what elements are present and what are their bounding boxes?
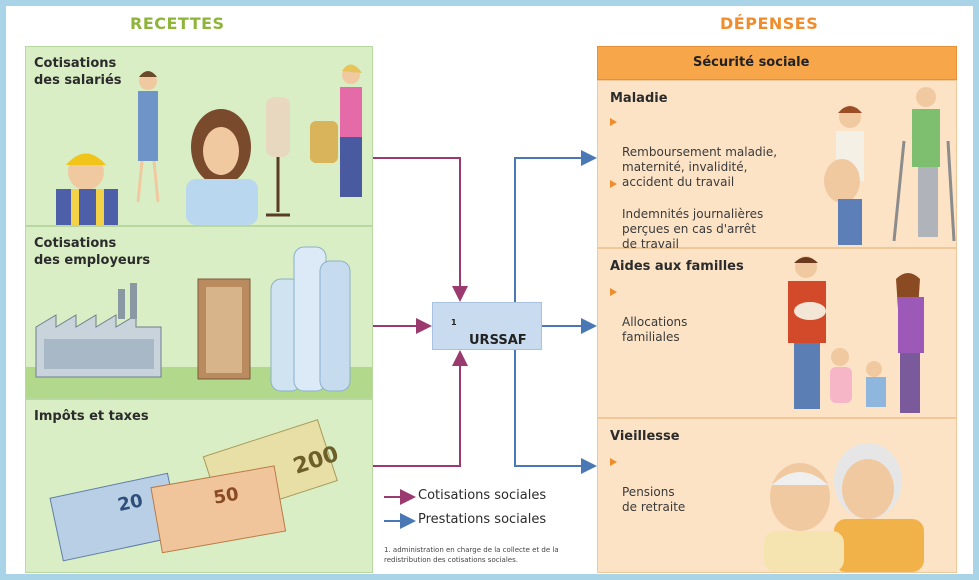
recettes-title: RECETTES (130, 14, 225, 33)
bullet-triangle-icon (610, 180, 617, 188)
list-item: Indemnités journalières perçues en cas d… (610, 177, 763, 252)
patients-illustration (824, 87, 956, 245)
legend-label: Cotisations sociales (418, 488, 547, 503)
panel-cotisations-employeurs: Cotisations des employeurs (25, 226, 373, 399)
banknote-50-icon: 50 (150, 465, 287, 554)
list-item: Pensions de retraite (610, 455, 685, 515)
panel-cotisations-salaries: Cotisations des salariés (25, 46, 373, 226)
workers-illustration (56, 64, 362, 225)
svg-text:50: 50 (212, 484, 240, 509)
securite-sociale-header: Sécurité sociale (597, 46, 957, 80)
arrow-urssaf-to-maladie (514, 150, 597, 302)
bullet-triangle-icon (610, 458, 617, 466)
depenses-title: DÉPENSES (720, 14, 819, 33)
list-item: Allocations familiales (610, 285, 687, 345)
panel-label: Cotisations des employeurs (34, 236, 151, 268)
bullet-triangle-icon (610, 288, 617, 296)
panel-label: Maladie (610, 91, 668, 106)
buildings-illustration (26, 246, 372, 398)
elderly-couple-illustration (764, 443, 924, 572)
arrow-urssaf-to-vieillesse (514, 350, 597, 474)
panel-label: Vieillesse (610, 429, 680, 444)
panel-maladie: Maladie Remboursement maladie, maternité… (597, 80, 957, 251)
panel-aides-familles: Aides aux familles Allocations familiale… (597, 248, 957, 418)
panel-label: Cotisations des salariés (34, 56, 122, 88)
family-illustration (788, 256, 924, 413)
arrow-salaries-to-urssaf (373, 157, 468, 302)
svg-text:20: 20 (116, 490, 145, 516)
arrow-impots-to-urssaf (373, 350, 468, 467)
panel-vieillesse: Vieillesse Pensions de retraite (597, 418, 957, 573)
legend-label: Prestations sociales (418, 512, 547, 527)
panel-label: Aides aux familles (610, 259, 744, 274)
list-item: Remboursement maladie, maternité, invali… (610, 115, 777, 190)
banknotes-illustration: 200 20 50 (49, 419, 342, 562)
panel-impots-taxes: Impôts et taxes 200 20 50 (25, 399, 373, 573)
bullet-triangle-icon (610, 118, 617, 126)
panel-label: Impôts et taxes (34, 409, 149, 424)
header-label: Sécurité sociale (693, 55, 810, 70)
footnote: 1. administration en charge de la collec… (384, 546, 559, 564)
